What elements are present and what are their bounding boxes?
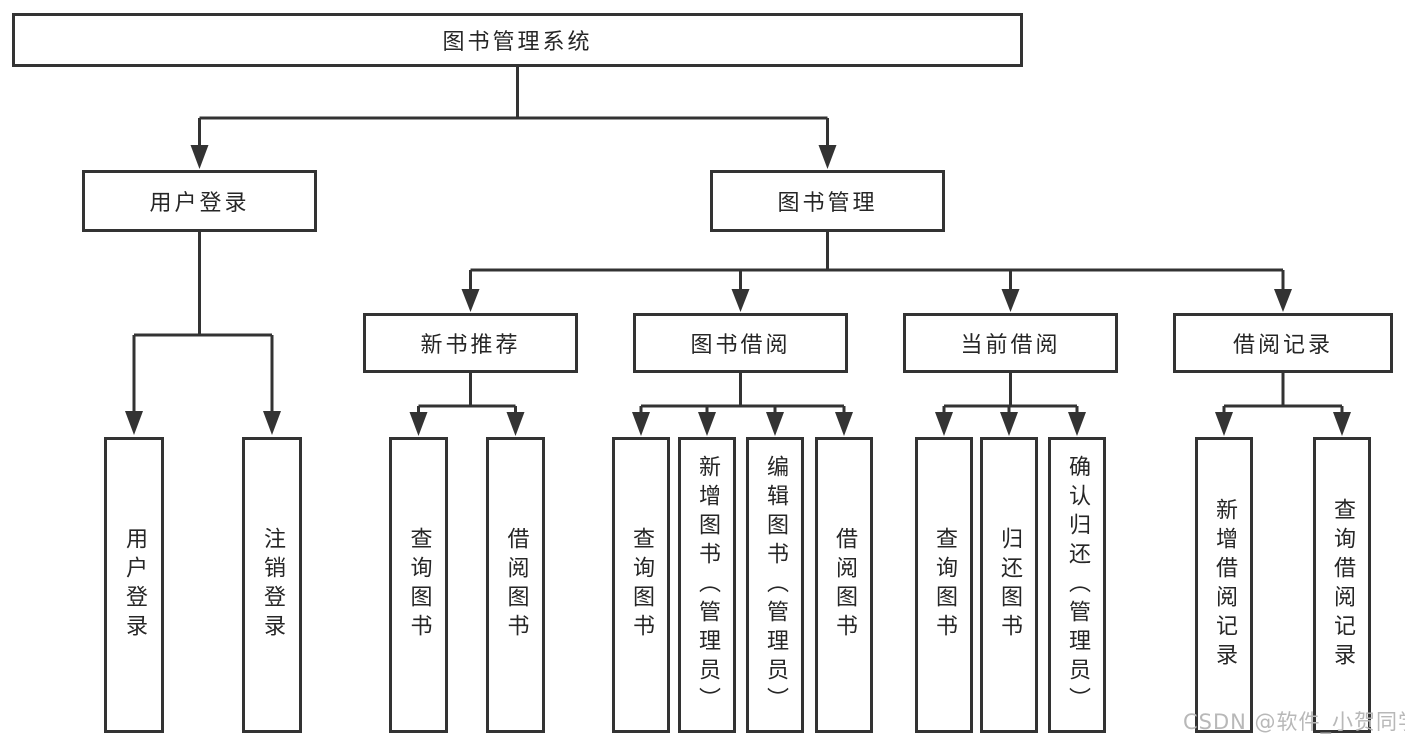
arrow-down-icon <box>506 412 525 436</box>
arrow-down-icon <box>1333 412 1351 436</box>
leaf-query-borrow-record: 查询借阅记录 <box>1313 437 1371 733</box>
arrow-down-icon <box>461 289 480 312</box>
arrow-down-icon <box>818 145 837 169</box>
arrow-down-icon <box>935 412 953 436</box>
leaf-logout-login: 注销登录 <box>242 437 302 733</box>
arrow-down-icon <box>190 145 209 169</box>
arrow-down-icon <box>1274 289 1292 312</box>
connector-borrow-records-children <box>1215 373 1351 436</box>
connector-user-login-children <box>125 232 281 435</box>
leaf-user-login: 用户登录 <box>104 437 164 733</box>
node-library-system: 图书管理系统 <box>12 13 1023 67</box>
arrow-down-icon <box>1000 412 1018 436</box>
connector-line <box>942 373 1079 412</box>
node-book-borrow: 图书借阅 <box>633 313 848 373</box>
connector-book-borrow-children <box>632 373 853 436</box>
connector-book-mgmt-to-level3 <box>461 232 1292 312</box>
node-book-mgmt: 图书管理 <box>710 170 945 232</box>
connector-line <box>198 67 829 145</box>
arrow-down-icon <box>125 411 143 435</box>
leaf-borrow-books-recommend: 借阅图书 <box>486 437 545 733</box>
leaf-edit-book-admin: 编辑图书（管理员） <box>746 437 804 733</box>
node-current-borrow: 当前借阅 <box>903 313 1118 373</box>
leaf-confirm-return-admin: 确认归还（管理员） <box>1048 437 1106 733</box>
arrow-down-icon <box>698 412 716 436</box>
connector-line <box>132 232 274 411</box>
arrow-down-icon <box>263 411 281 435</box>
arrow-down-icon <box>1001 289 1020 312</box>
connector-line <box>639 373 846 412</box>
arrow-down-icon <box>409 412 428 436</box>
arrow-down-icon <box>1215 412 1233 436</box>
connector-root-to-level2 <box>190 67 837 169</box>
connector-line <box>417 373 517 412</box>
leaf-query-books-borrow: 查询图书 <box>612 437 670 733</box>
leaf-add-book-admin: 新增图书（管理员） <box>678 437 736 733</box>
arrow-down-icon <box>731 289 750 312</box>
arrow-down-icon <box>766 412 784 436</box>
leaf-return-books: 归还图书 <box>980 437 1038 733</box>
connector-current-borrow-children <box>935 373 1086 436</box>
node-borrow-records: 借阅记录 <box>1173 313 1393 373</box>
connector-new-book-children <box>409 373 525 436</box>
leaf-query-books-recommend: 查询图书 <box>389 437 448 733</box>
arrow-down-icon <box>1068 412 1086 436</box>
connector-line <box>1222 373 1344 412</box>
arrow-down-icon <box>632 412 650 436</box>
connector-line <box>469 232 1285 289</box>
leaf-query-books-current: 查询图书 <box>915 437 973 733</box>
arrow-down-icon <box>835 412 853 436</box>
leaf-borrow-books: 借阅图书 <box>815 437 873 733</box>
leaf-add-borrow-record: 新增借阅记录 <box>1195 437 1253 733</box>
node-user-login: 用户登录 <box>82 170 317 232</box>
watermark: CSDN @软件_小贺同学 <box>1183 710 1405 734</box>
node-new-book-recommend: 新书推荐 <box>363 313 578 373</box>
